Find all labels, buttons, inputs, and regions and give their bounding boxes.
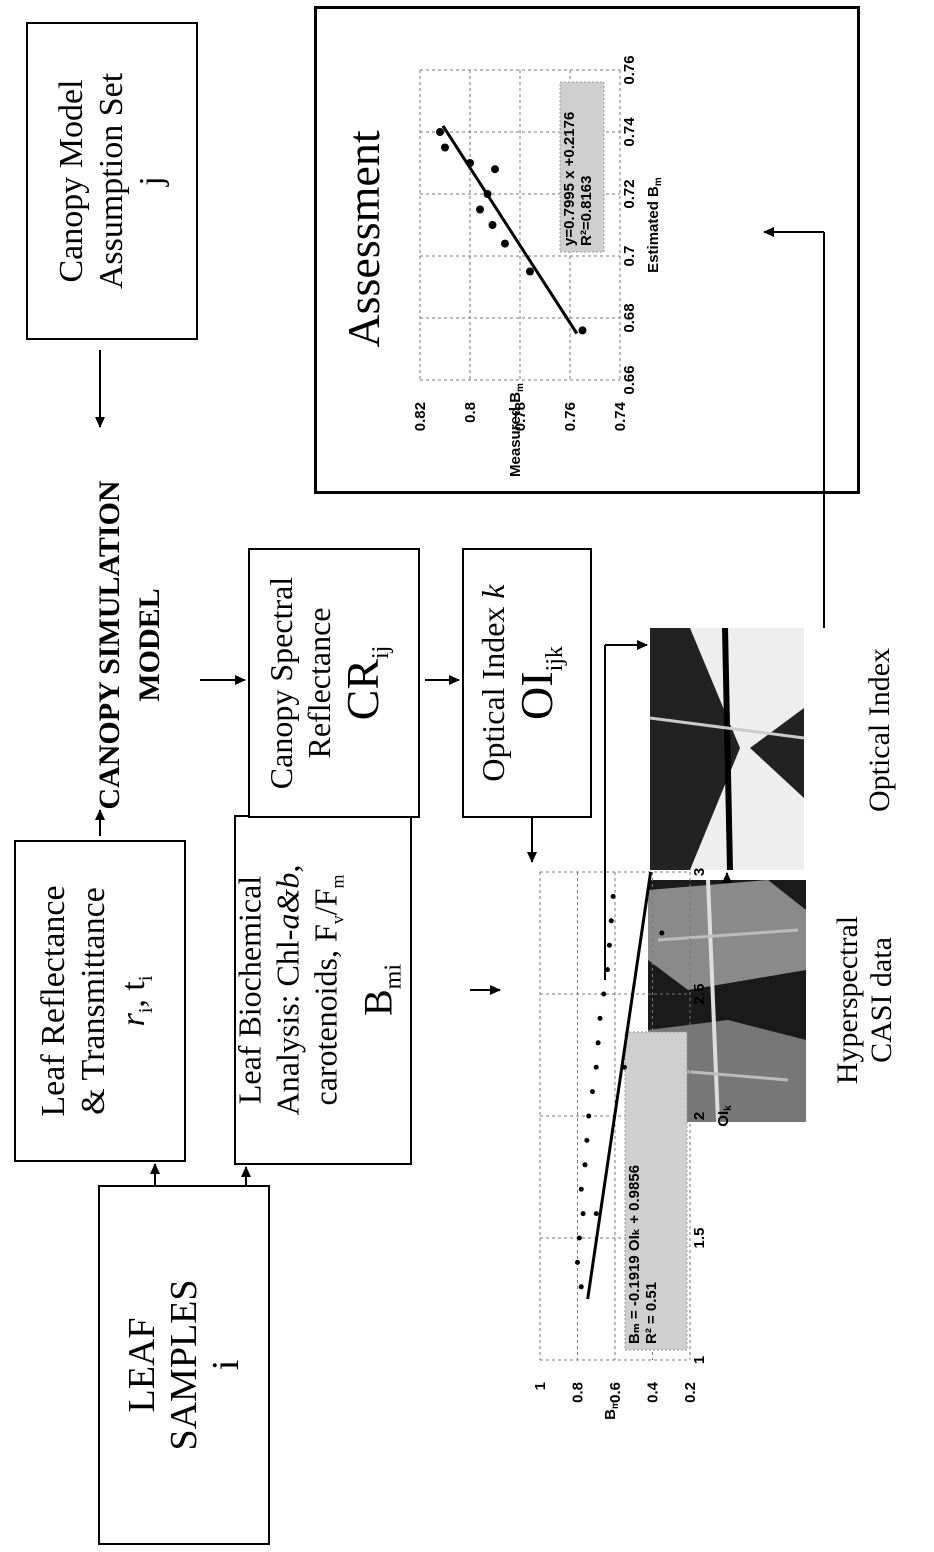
- data-point: [436, 128, 444, 136]
- y-tick-label: 0.82: [412, 402, 429, 431]
- data-point: [659, 930, 665, 936]
- data-point: [608, 918, 614, 924]
- x-tick-label: 0.7: [621, 246, 638, 267]
- x-axis-label-sub: m: [653, 177, 664, 186]
- equation-text: Bₘ = -0.1919 OIₖ + 0.9856: [626, 1165, 643, 1344]
- hyperspectral-image-art: [648, 880, 806, 1122]
- assessment-chart: 0.66 0.68 0.7 0.72 0.74 0.76 0.74 0.76 0.78 0.8 0.…: [412, 55, 664, 477]
- y-tick-label: 0.8: [570, 1382, 587, 1403]
- data-point: [580, 1211, 586, 1217]
- y-tick-label: 0.8: [462, 402, 479, 423]
- x-tick-label: 0.66: [621, 365, 638, 394]
- y-tick-label: 0.4: [645, 1381, 662, 1403]
- x-tick-label: 1: [691, 1356, 708, 1364]
- x-tick-label: 2: [691, 1112, 708, 1120]
- data-point: [578, 1284, 584, 1290]
- data-point: [605, 967, 610, 973]
- data-point: [488, 221, 497, 229]
- x-tick-label: 0.72: [621, 179, 638, 208]
- data-point: [575, 1259, 580, 1265]
- x-tick-label: 1.5: [691, 1228, 708, 1249]
- x-tick-label: 0.68: [621, 303, 638, 332]
- data-point: [606, 942, 612, 948]
- y-axis-label-sub: m: [515, 383, 526, 392]
- data-point: [595, 1040, 601, 1046]
- canopy-model-box: Canopy Model Assumption Set j: [26, 22, 198, 340]
- fit-line: [441, 124, 579, 335]
- y-tick-label: 0.6: [607, 1382, 624, 1403]
- data-point: [584, 1137, 590, 1143]
- leaf-biochemical-box: Leaf Biochemical Analysis: Chl-a&b, caro…: [231, 815, 412, 1165]
- data-point: [526, 267, 534, 276]
- data-point: [590, 1089, 595, 1095]
- optical-index-image: [650, 628, 804, 870]
- data-point: [441, 143, 449, 152]
- leaf-reflectance-box: Leaf Reflectance & Transmittance ri, ti: [14, 840, 186, 1162]
- optical-index-box: Optical Index k OIijk: [462, 548, 592, 818]
- data-point: [578, 1186, 584, 1192]
- canopy-reflectance-box: Canopy Spectral Reflectance CRij: [248, 548, 420, 818]
- x-axis-label: OIk: [715, 1105, 734, 1127]
- data-point: [476, 205, 484, 214]
- y-tick-label: 0.74: [612, 401, 629, 431]
- y-tick-label: 0.76: [562, 402, 579, 431]
- equation-box: [559, 81, 605, 253]
- x-tick-label: 2.5: [691, 984, 708, 1005]
- arrows: [95, 227, 825, 1185]
- x-tick-label: 3: [691, 868, 708, 876]
- data-point: [610, 893, 616, 899]
- data-point: [597, 1015, 603, 1021]
- optical-index-image-art: [650, 628, 804, 870]
- data-point: [586, 1113, 592, 1119]
- y-tick-label: 0.78: [512, 402, 529, 431]
- equation-box: [624, 1031, 688, 1351]
- x-tick-label: 0.76: [621, 55, 638, 84]
- equation-text: y=0.7995 x +0.2176: [561, 112, 578, 246]
- fit-line: [586, 871, 653, 1300]
- x-axis-label-sub: k: [723, 1105, 734, 1111]
- data-point: [491, 165, 499, 174]
- y-tick-label: 0.2: [682, 1382, 699, 1403]
- data-point: [593, 1211, 599, 1217]
- y-axis-label: Bm: [602, 1400, 621, 1420]
- data-point: [501, 239, 509, 248]
- y-tick-label: 1: [532, 1382, 549, 1390]
- data-point: [593, 1064, 599, 1070]
- y-axis-label-sub: m: [610, 1400, 621, 1409]
- y-axis-label: Measured Bm: [507, 383, 526, 477]
- data-point: [582, 1162, 588, 1168]
- equation-text: R² = 0.51: [643, 1282, 660, 1344]
- data-point: [578, 326, 587, 335]
- x-tick-label: 0.74: [621, 117, 638, 147]
- leaf-samples-box: LEAF SAMPLES i: [98, 1185, 270, 1545]
- data-point: [576, 1235, 582, 1241]
- equation-text: R²=0.8163: [578, 176, 595, 246]
- x-axis-label: Estimated Bm: [645, 177, 664, 273]
- data-point: [601, 991, 607, 997]
